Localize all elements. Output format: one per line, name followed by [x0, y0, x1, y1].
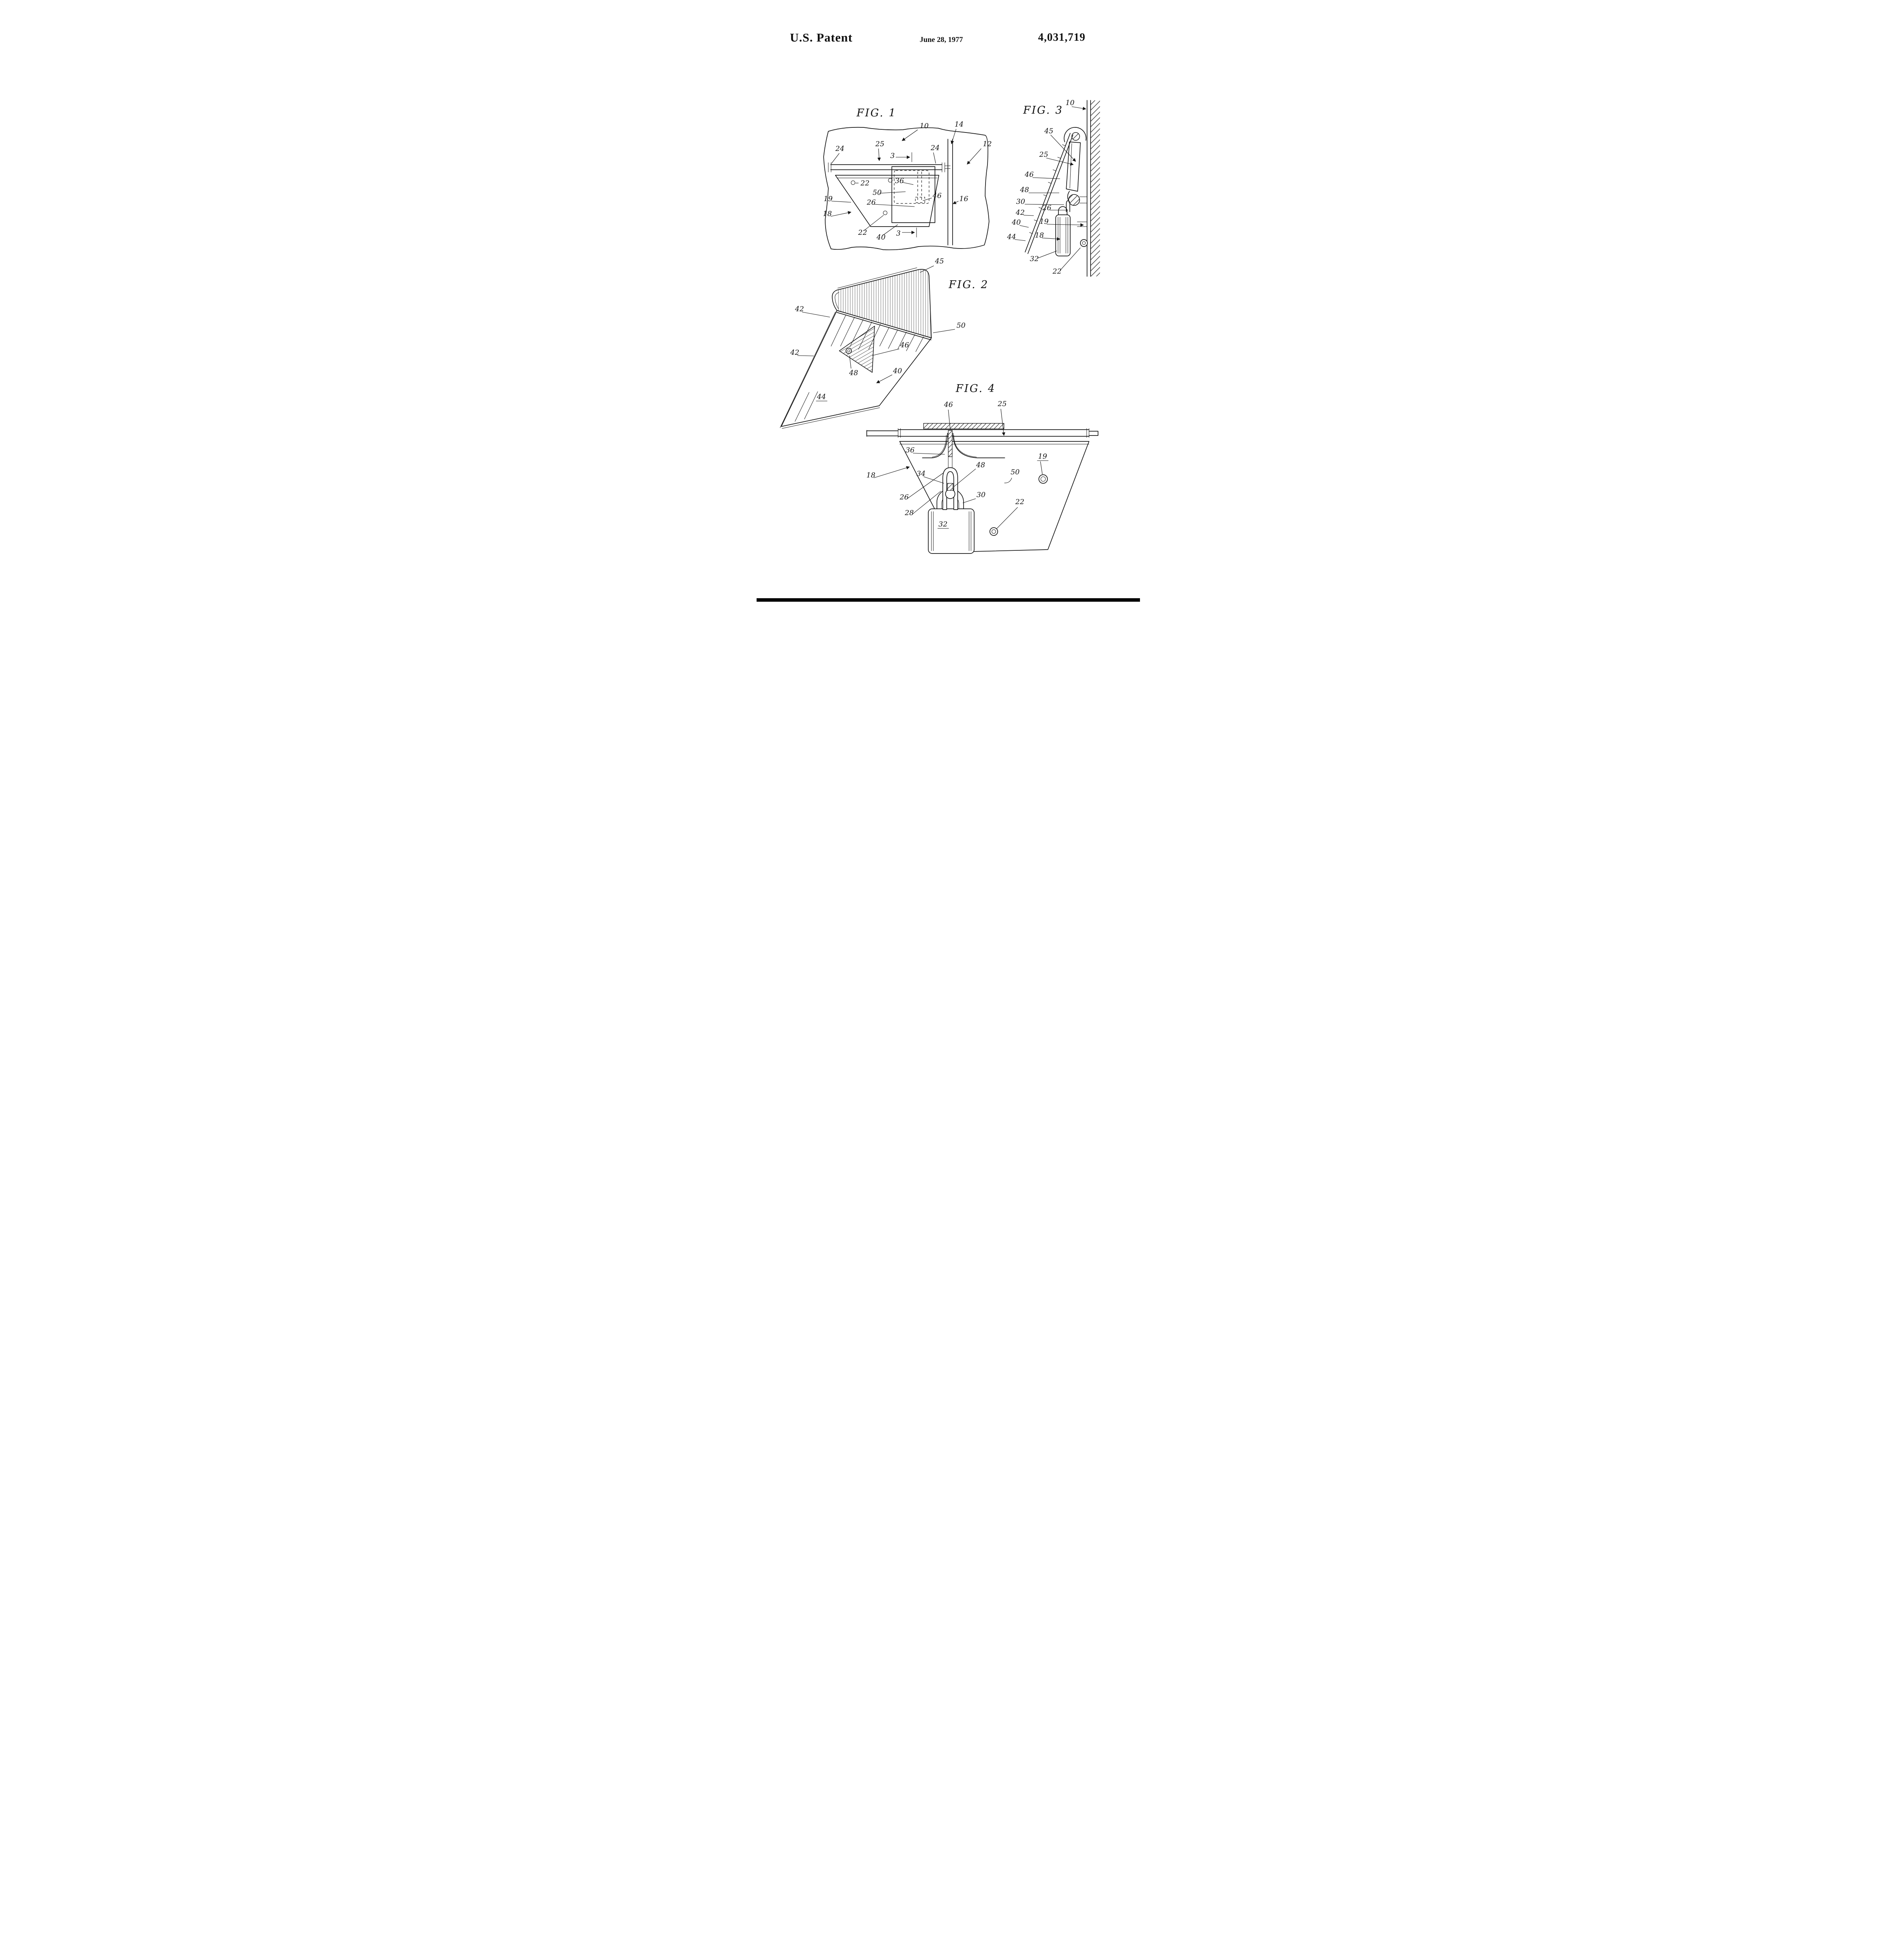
fig3-wall-stud — [1080, 240, 1087, 247]
fig3-hinge-knuckle — [1069, 194, 1087, 227]
ref-label-45: 45 — [935, 257, 944, 265]
fig4-hinge-rod — [867, 428, 1098, 437]
ref-label-25: 25 — [1039, 151, 1048, 159]
figure-title: FIG. 2 — [948, 279, 989, 291]
ref-label-48: 48 — [849, 369, 858, 377]
ref-label-40: 40 — [893, 367, 902, 375]
ref-label-3: 3 — [890, 152, 895, 160]
ref-label-25: 25 — [997, 400, 1007, 408]
ref-label-3: 3 — [896, 229, 900, 238]
patent-date: June 28, 1977 — [920, 36, 963, 44]
ref-label-26: 26 — [899, 493, 909, 501]
ref-label-44: 44 — [817, 393, 826, 401]
ref-label-45: 45 — [1044, 127, 1053, 135]
ref-label-42: 42 — [795, 305, 804, 313]
ref-label-32: 32 — [938, 520, 948, 528]
ref-label-46: 46 — [932, 192, 942, 200]
ref-label-16: 16 — [959, 195, 968, 203]
figure-3-drawing: FIG. 3 10 45 25 46 48 30 26 42 19 40 18 … — [1003, 97, 1107, 279]
ref-label-22: 22 — [1015, 498, 1024, 506]
ref-label-46: 46 — [900, 341, 909, 349]
ref-label-18: 18 — [823, 210, 832, 218]
ref-label-28: 28 — [904, 509, 914, 517]
ref-label-32: 32 — [1030, 255, 1039, 263]
ref-label-22: 22 — [1052, 267, 1062, 276]
figure-title: FIG. 4 — [955, 383, 996, 395]
fig4-hasp-staple — [943, 468, 958, 510]
ref-label-14: 14 — [955, 120, 964, 129]
ref-label-19: 19 — [1038, 452, 1047, 461]
figure-4-drawing: FIG. 4 46 25 36 19 18 34 48 50 26 30 22 … — [862, 378, 1107, 568]
ref-label-50: 50 — [1011, 468, 1020, 476]
ref-label-19: 19 — [1040, 218, 1049, 226]
ref-label-25: 25 — [875, 140, 884, 148]
figure-title: FIG. 1 — [856, 107, 897, 119]
ref-label-30: 30 — [977, 491, 986, 499]
ref-label-22: 22 — [860, 179, 869, 187]
ref-label-46: 46 — [944, 401, 953, 409]
fig4-hatched-strip — [924, 423, 1004, 429]
fig3-padlock — [1056, 207, 1070, 256]
ref-label-36: 36 — [906, 446, 915, 454]
figure-title: FIG. 3 — [1023, 104, 1063, 116]
ref-label-22: 22 — [858, 229, 867, 237]
ref-label-50: 50 — [873, 189, 882, 197]
ref-label-44: 44 — [1007, 233, 1016, 241]
fig1-sheet — [824, 127, 989, 250]
figure-1-drawing: FIG. 1 10 14 24 25 3 24 12 22 36 50 46 1… — [817, 100, 1001, 257]
patent-page: U.S. Patent June 28, 1977 4,031,719 — [734, 0, 1161, 626]
ref-label-18: 18 — [1035, 231, 1044, 240]
ref-label-26: 26 — [1042, 204, 1051, 212]
ref-label-26: 26 — [866, 198, 876, 207]
ref-label-36: 36 — [895, 177, 904, 185]
fig1-section-marks — [896, 152, 917, 237]
ref-label-10: 10 — [920, 122, 929, 130]
patent-number: 4,031,719 — [1038, 31, 1085, 44]
fig1-bracket-plate — [835, 167, 939, 227]
ref-label-12: 12 — [983, 140, 992, 148]
fig3-spring-clip — [1064, 127, 1086, 191]
fig3-wall — [1087, 100, 1100, 276]
fig1-hinge-rod — [828, 163, 950, 172]
ref-label-50: 50 — [957, 321, 966, 330]
ref-label-48: 48 — [976, 461, 985, 469]
ref-label-19: 19 — [824, 195, 833, 203]
ref-label-42: 42 — [790, 348, 799, 357]
ref-label-46: 46 — [1024, 171, 1034, 179]
fig1-leaders — [831, 129, 981, 236]
ref-label-34: 34 — [917, 470, 926, 478]
ref-label-30: 30 — [1016, 198, 1025, 206]
ref-label-18: 18 — [866, 471, 875, 479]
ref-label-24: 24 — [835, 145, 844, 153]
fig2-channel-fold — [832, 268, 931, 340]
ref-label-40: 40 — [1011, 218, 1021, 227]
ref-label-48: 48 — [1020, 186, 1029, 194]
footer-rule — [757, 598, 1140, 602]
ref-label-42: 42 — [1015, 209, 1025, 217]
ref-label-10: 10 — [1065, 99, 1075, 107]
ref-label-40: 40 — [876, 233, 886, 241]
fig2-triangular-cutout — [839, 326, 875, 372]
ref-label-24: 24 — [930, 144, 940, 152]
patent-title: U.S. Patent — [790, 31, 853, 45]
